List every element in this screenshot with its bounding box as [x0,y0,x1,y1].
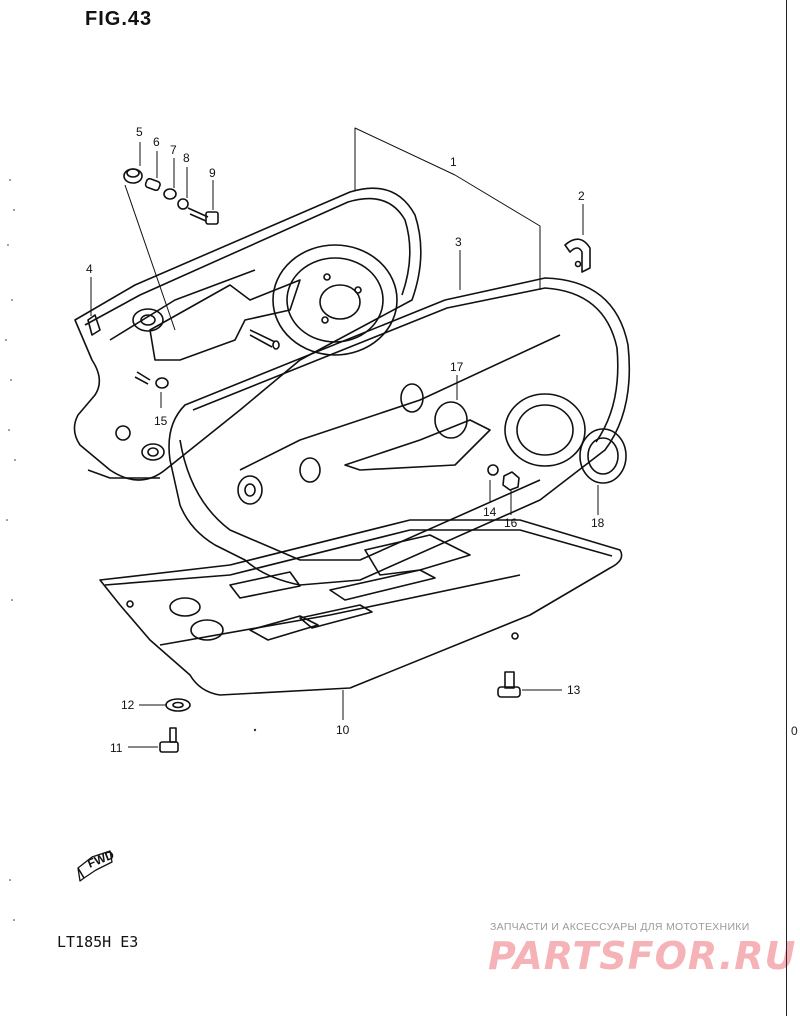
skid-plate [99,519,623,696]
callout-17: 17 [450,360,464,374]
callout-9: 9 [209,166,216,180]
callout-13: 13 [567,683,581,697]
edge-fragment: 0 [791,724,798,738]
callout-16: 16 [504,516,518,530]
callout-5: 5 [136,125,143,139]
leader-lines [90,127,599,748]
callout-4: 4 [86,262,93,276]
callout-8: 8 [183,151,190,165]
callout-18: 18 [591,516,605,530]
scan-edge [786,0,787,1016]
callout-1: 1 [450,155,457,169]
callout-7: 7 [170,143,177,157]
watermark-brand: PARTSFOR.RU [488,934,797,978]
callout-15: 15 [154,414,168,428]
scan-marks [5,179,257,921]
callout-6: 6 [153,135,160,149]
model-code: LT185H E3 [57,933,139,951]
callout-11: 11 [110,741,123,755]
callout-12: 12 [121,698,135,712]
callout-labels: 1 2 3 4 5 6 7 8 9 10 11 12 13 14 15 16 1… [86,125,605,755]
fwd-arrow-icon [77,850,113,882]
figure-title: FIG.43 [85,8,153,30]
outer-chain-case-cover [168,277,631,586]
watermark-tagline: ЗАПЧАСТИ И АКСЕССУАРЫ ДЛЯ МОТОТЕХНИКИ [490,921,750,933]
callout-10: 10 [336,723,350,737]
callout-2: 2 [578,189,585,203]
callout-3: 3 [455,235,462,249]
inner-chain-case [73,187,422,481]
callout-14: 14 [483,505,497,519]
